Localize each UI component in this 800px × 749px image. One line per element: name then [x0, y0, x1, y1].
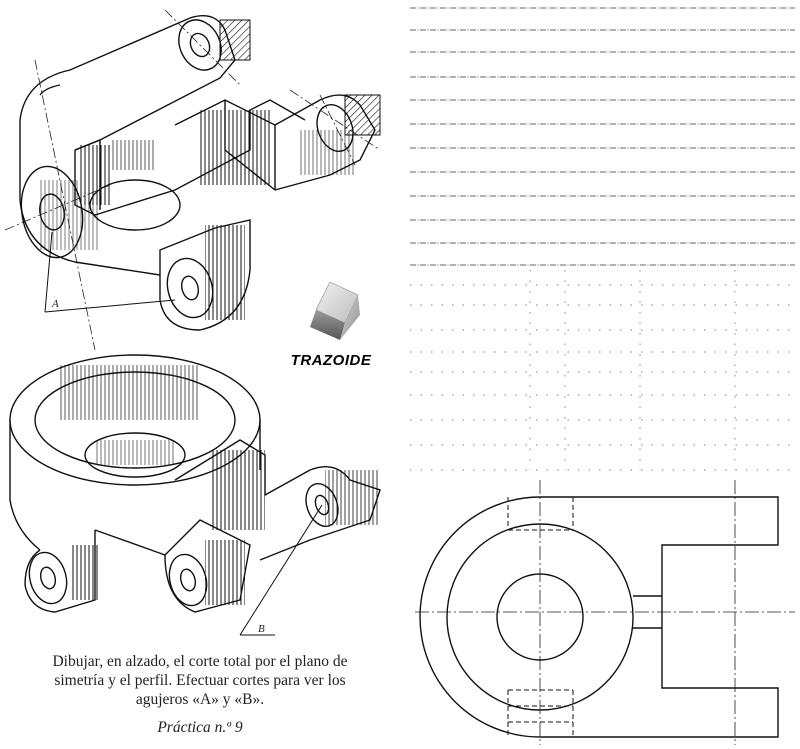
leader-a	[44, 231, 176, 313]
isometric-view-bottom	[9, 354, 381, 613]
logo-wordmark: TRAZOIDE	[290, 352, 372, 369]
instruction-line-3: agujeros «A» y «B».	[135, 691, 265, 708]
hidden-holes	[507, 497, 574, 737]
construction-dots	[410, 270, 795, 471]
instruction-line-1: Dibujar, en alzado, el corte total por e…	[52, 653, 348, 670]
isometric-view-top	[19, 15, 381, 331]
exercise-instructions: Dibujar, en alzado, el corte total por e…	[0, 652, 400, 709]
plan-view	[419, 496, 779, 738]
label-b: B	[258, 623, 265, 635]
instruction-line-2: simetría y el perfil. Efectuar cortes pa…	[54, 672, 346, 689]
practice-number: Práctica n.º 9	[157, 719, 243, 736]
label-a: A	[51, 298, 59, 310]
leader-b	[239, 504, 323, 636]
answer-lines	[410, 7, 795, 266]
trazoide-logo-cube	[310, 281, 360, 340]
isometric-axes-top	[4, 9, 381, 351]
plan-center-lines	[415, 480, 795, 745]
